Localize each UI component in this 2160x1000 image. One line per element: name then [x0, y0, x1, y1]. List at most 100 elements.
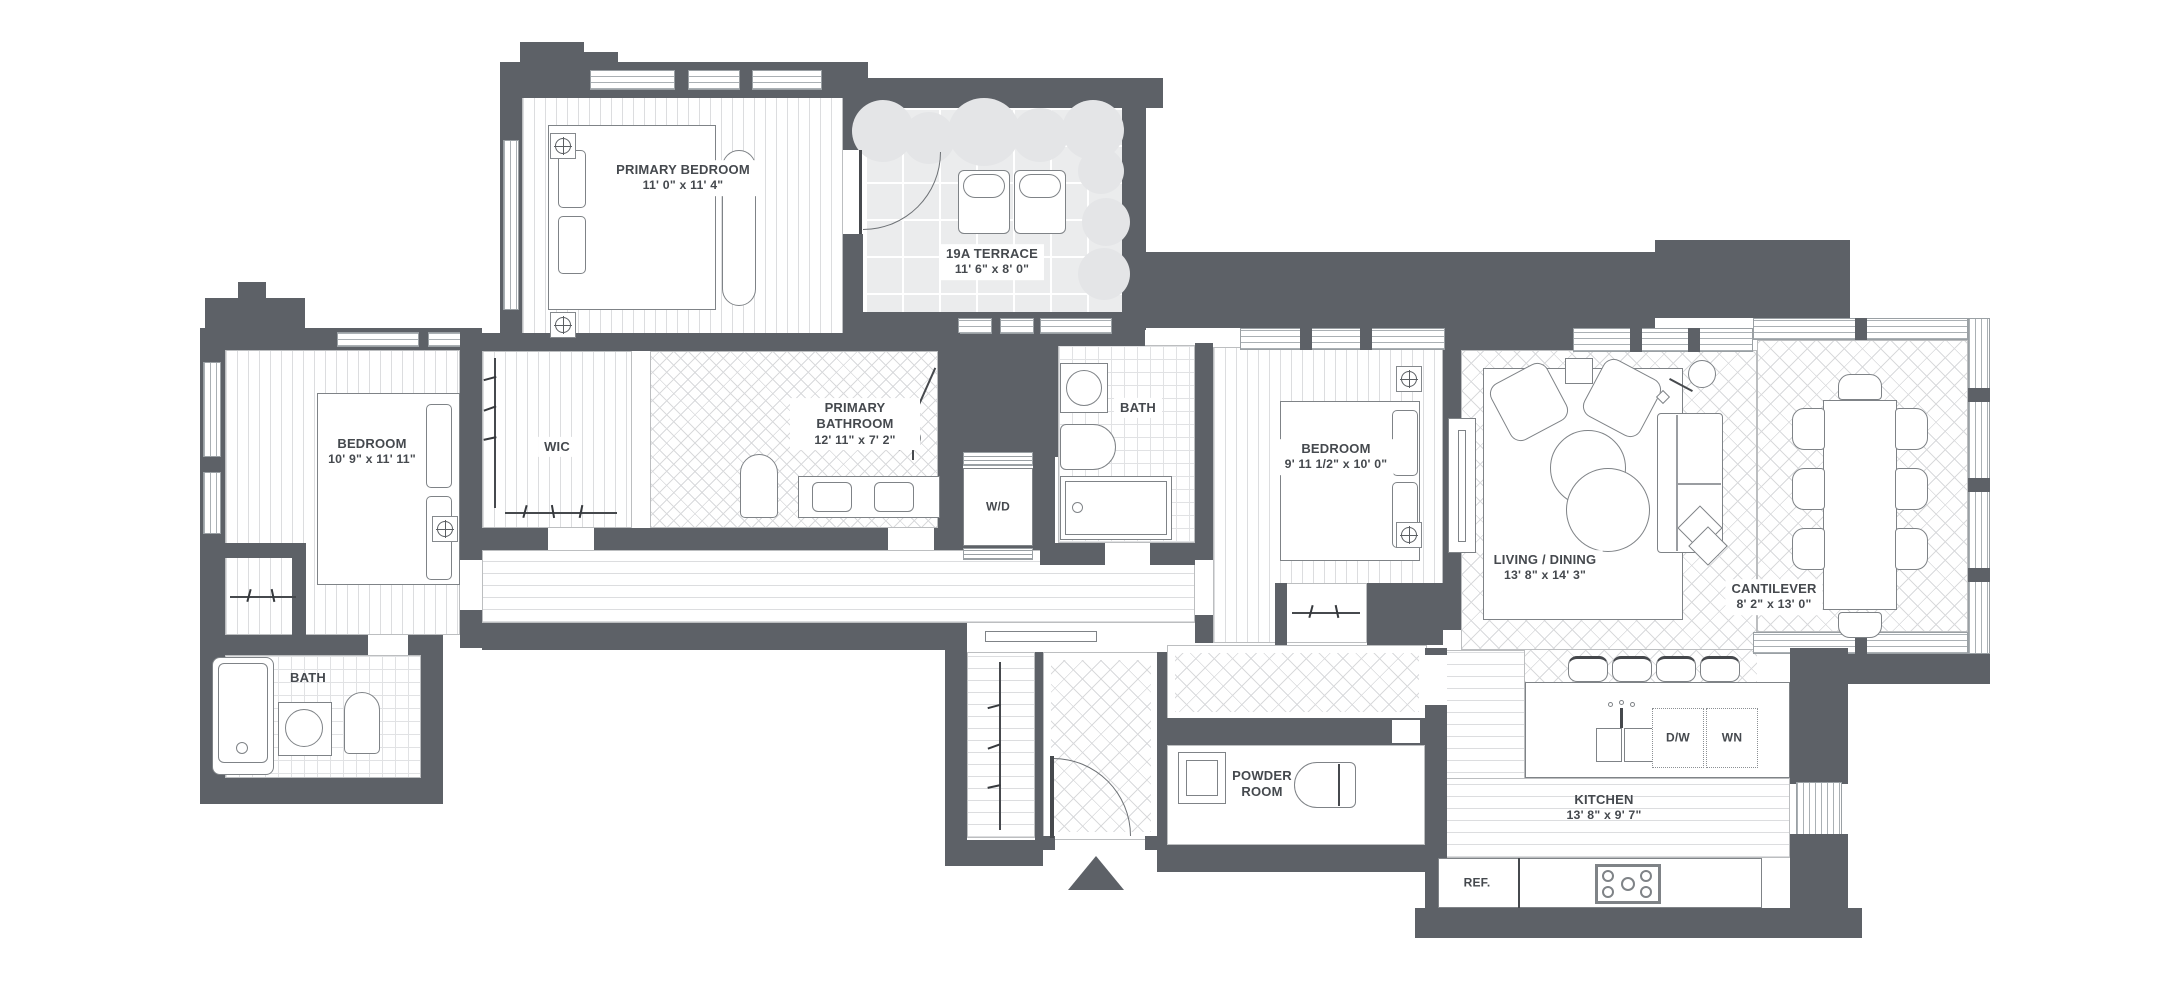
- wall: [292, 543, 306, 638]
- wall: [1367, 583, 1443, 645]
- pillow: [558, 150, 586, 208]
- wic-floor: [482, 351, 632, 528]
- side-table: [1565, 358, 1593, 384]
- window-mullion: [1360, 328, 1372, 350]
- media-console-inner: [1458, 430, 1466, 542]
- pillow: [426, 404, 452, 488]
- bedroom-right-label: BEDROOM 9' 11 1/2" x 10' 0": [1278, 439, 1394, 475]
- coffee-table: [1566, 468, 1650, 552]
- wall: [945, 623, 967, 845]
- terrace-label: 19A TERRACE 11' 6" x 8' 0": [939, 244, 1045, 280]
- wall: [1043, 836, 1055, 850]
- wall: [1145, 836, 1157, 850]
- wall: [1157, 652, 1167, 718]
- wall: [200, 778, 443, 804]
- bar-stool: [1656, 656, 1696, 682]
- window: [958, 318, 992, 334]
- door-opening: [843, 150, 863, 234]
- toilet: [344, 692, 380, 754]
- sink-basin: [1186, 760, 1218, 796]
- sprinkler-icon: [1396, 366, 1422, 392]
- bar-stool: [1700, 656, 1740, 682]
- window: [337, 332, 419, 347]
- wall: [1135, 252, 1655, 328]
- toilet: [1060, 424, 1116, 470]
- wall: [421, 635, 443, 778]
- dining-chair: [1895, 468, 1928, 510]
- wall: [1848, 654, 1990, 684]
- wall: [1415, 908, 1862, 938]
- door-opening: [548, 528, 594, 550]
- dining-table: [1823, 400, 1897, 610]
- burner: [1640, 886, 1652, 898]
- sofa-back-line: [1676, 415, 1678, 551]
- washer-dryer-box: [963, 468, 1033, 546]
- dining-chair: [1792, 528, 1825, 570]
- powder-room-label: POWDER ROOM: [1232, 767, 1292, 799]
- wall: [945, 840, 1043, 866]
- tree-icon: [1078, 148, 1124, 194]
- closet-rod: [230, 596, 296, 598]
- burner: [1640, 870, 1652, 882]
- hall-floor: [1175, 653, 1419, 712]
- window: [1573, 328, 1753, 352]
- pillow: [558, 216, 586, 274]
- refrigerator-divider: [1518, 858, 1520, 908]
- bath-upper-label: BATH: [1114, 397, 1162, 419]
- dining-chair: [1838, 374, 1882, 400]
- closet-rod: [494, 358, 496, 508]
- entrance-arrow-icon: [1068, 856, 1124, 890]
- window: [1240, 328, 1445, 350]
- burner-center: [1621, 877, 1635, 891]
- washer-dryer-label: W/D: [986, 499, 1010, 514]
- window: [428, 332, 470, 347]
- window-mullion: [1968, 478, 1990, 492]
- closet-rod: [505, 512, 617, 514]
- burner: [1602, 886, 1614, 898]
- toilet: [1294, 762, 1356, 808]
- kitchen-floor-2: [1445, 778, 1790, 858]
- wall: [1035, 652, 1043, 845]
- window: [688, 70, 740, 90]
- wine-storage-label: WN: [1721, 730, 1743, 745]
- bar-stool: [1612, 656, 1652, 682]
- window: [590, 70, 675, 90]
- dining-chair: [1838, 612, 1882, 638]
- wall: [1157, 845, 1425, 872]
- window-mullion: [1688, 328, 1700, 352]
- tree-icon: [1082, 198, 1130, 246]
- living-dining-label: LIVING / DINING 13' 8" x 14' 3": [1487, 550, 1603, 586]
- tree-icon: [1078, 248, 1130, 300]
- wall: [482, 333, 960, 351]
- kitchen-sink: [1624, 728, 1654, 762]
- dishwasher-label: D/W: [1666, 730, 1690, 745]
- door-opening: [1105, 543, 1150, 565]
- window-mullion: [1855, 318, 1867, 340]
- door-opening: [888, 528, 934, 550]
- closet-rod: [999, 662, 1001, 830]
- wall: [1033, 440, 1055, 548]
- kitchen-sink: [1596, 728, 1622, 762]
- faucet-knob: [1630, 702, 1635, 707]
- wall: [1425, 648, 1447, 910]
- door-opening: [1195, 560, 1213, 615]
- kitchen-faucet: [1620, 708, 1623, 728]
- sink-basin: [812, 482, 852, 512]
- wall: [1790, 648, 1848, 784]
- dining-chair: [1895, 528, 1928, 570]
- door-opening: [460, 560, 482, 610]
- sprinkler-icon: [550, 312, 576, 338]
- louver-doors: [963, 452, 1033, 466]
- tree-icon: [1012, 108, 1068, 162]
- refrigerator-label: REF.: [1463, 875, 1491, 890]
- primary-bedroom-label: PRIMARY BEDROOM 11' 0" x 11' 4": [610, 160, 756, 196]
- wall: [1157, 718, 1167, 848]
- bedroom-left-label: BEDROOM 10' 9" x 11' 11": [322, 434, 422, 470]
- bathtub-drain: [1072, 502, 1083, 513]
- wall: [205, 298, 305, 330]
- lounge-chair-cushion: [963, 174, 1005, 198]
- bar-stool: [1568, 656, 1608, 682]
- sink-basin: [1066, 370, 1102, 406]
- window: [503, 140, 519, 310]
- pillow: [1392, 410, 1418, 476]
